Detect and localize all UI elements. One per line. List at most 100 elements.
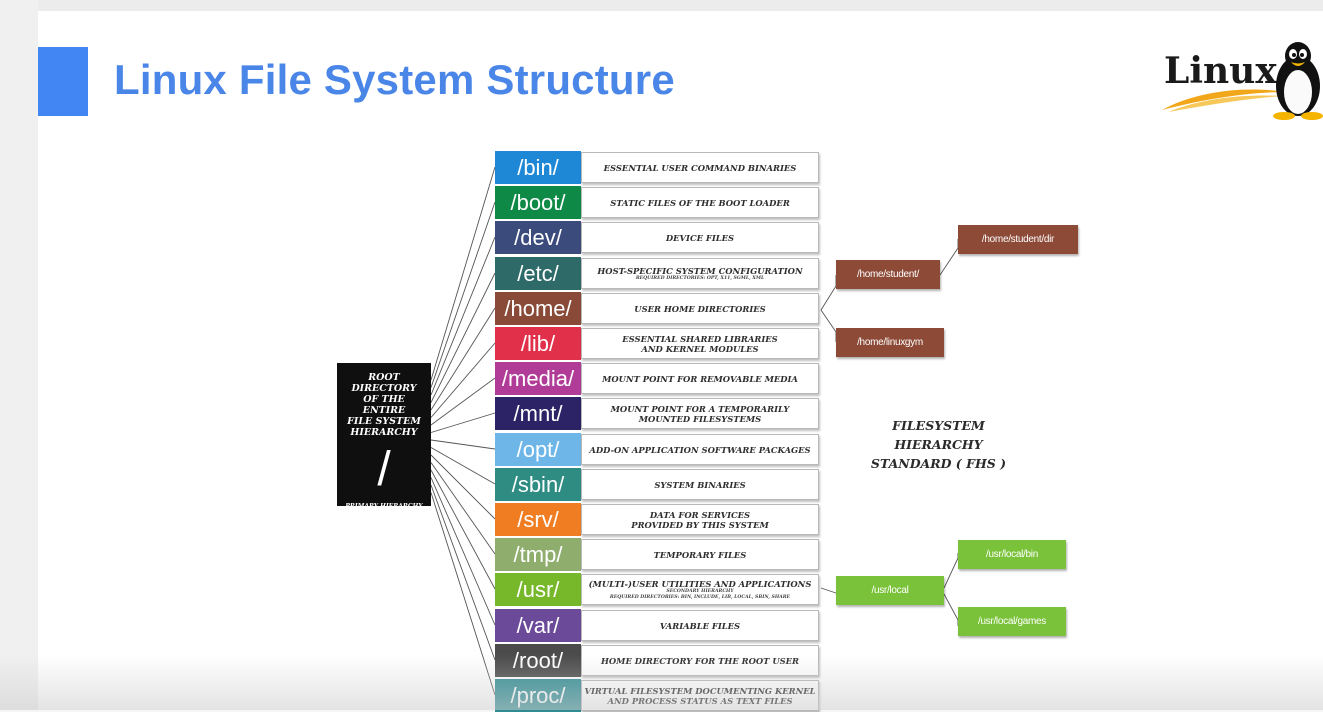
- node-usr-local-bin[interactable]: /usr/local/bin: [958, 540, 1066, 569]
- title-accent-bar: [38, 47, 88, 116]
- dir-description: USER HOME DIRECTORIES: [581, 293, 819, 324]
- dir-row[interactable]: /proc/VIRTUAL FILESYSTEM DOCUMENTING KER…: [495, 679, 821, 712]
- dir-description: ESSENTIAL SHARED LIBRARIES AND KERNEL MO…: [581, 328, 819, 359]
- linux-logo: Linux: [1158, 40, 1323, 122]
- dir-description-text: ESSENTIAL USER COMMAND BINARIES: [603, 162, 797, 173]
- root-connector-line: [430, 377, 496, 426]
- dir-description: DATA FOR SERVICES PROVIDED BY THIS SYSTE…: [581, 504, 819, 535]
- dir-description-text: ADD-ON APPLICATION SOFTWARE PACKAGES: [589, 444, 811, 455]
- dir-row[interactable]: /home/USER HOME DIRECTORIES: [495, 292, 821, 325]
- dir-name: /etc/: [495, 257, 581, 290]
- slide-title: Linux File System Structure: [114, 56, 675, 103]
- logo-text: Linux: [1164, 50, 1277, 92]
- dir-name: /srv/: [495, 503, 581, 536]
- dir-name: /var/: [495, 609, 581, 642]
- dir-name: /sbin/: [495, 468, 581, 501]
- node-home-student-dir[interactable]: /home/student/dir: [958, 225, 1078, 254]
- root-connector-line: [430, 236, 496, 396]
- root-connector-line: [430, 454, 496, 520]
- dir-description: MOUNT POINT FOR A TEMPORARILY MOUNTED FI…: [581, 398, 819, 429]
- dir-row[interactable]: /bin/ESSENTIAL USER COMMAND BINARIES: [495, 151, 821, 184]
- dir-description: DEVICE FILES: [581, 222, 819, 253]
- root-connector-line: [430, 492, 496, 696]
- dir-row[interactable]: /boot/STATIC FILES OF THE BOOT LOADER: [495, 186, 821, 219]
- node-home-student[interactable]: /home/student/: [836, 260, 940, 289]
- window-left-strip: [0, 0, 38, 710]
- dir-description-text: STATIC FILES OF THE BOOT LOADER: [610, 197, 790, 208]
- dir-description-text: VARIABLE FILES: [659, 620, 741, 631]
- dir-description-text: MOUNT POINT FOR A TEMPORARILY MOUNTED FI…: [610, 403, 790, 424]
- dir-description: STATIC FILES OF THE BOOT LOADER: [581, 187, 819, 218]
- node-usr-local-games[interactable]: /usr/local/games: [958, 607, 1066, 636]
- dir-row[interactable]: /var/VARIABLE FILES: [495, 609, 821, 642]
- root-connector-line: [430, 477, 496, 626]
- root-directory-box[interactable]: ROOT DIRECTORY OF THE ENTIRE FILE SYSTEM…: [337, 363, 431, 510]
- tux-penguin-icon: [1273, 42, 1323, 120]
- dir-description-text: ESSENTIAL SHARED LIBRARIES AND KERNEL MO…: [622, 333, 778, 354]
- dir-description: MOUNT POINT FOR REMOVABLE MEDIA: [581, 363, 819, 394]
- dir-row[interactable]: /mnt/MOUNT POINT FOR A TEMPORARILY MOUNT…: [495, 397, 821, 430]
- dir-description-text: HOME DIRECTORY FOR THE ROOT USER: [600, 655, 800, 666]
- dir-row[interactable]: /usr/(MULTI-)USER UTILITIES AND APPLICAT…: [495, 573, 821, 606]
- node-home-linuxgym[interactable]: /home/linuxgym: [836, 328, 944, 357]
- dir-description-text: TEMPORARY FILES: [653, 549, 747, 560]
- root-connector-line: [430, 272, 496, 403]
- dir-name: /lib/: [495, 327, 581, 360]
- dir-name: /tmp/: [495, 538, 581, 571]
- dir-description-text: VIRTUAL FILESYSTEM DOCUMENTING KERNEL AN…: [584, 685, 816, 706]
- root-connector-line: [430, 166, 496, 381]
- node-usr-local[interactable]: /usr/local: [836, 576, 944, 605]
- dir-name: /media/: [495, 362, 581, 395]
- dir-description: VIRTUAL FILESYSTEM DOCUMENTING KERNEL AN…: [581, 680, 819, 711]
- dir-description-subtext: SECONDARY HIERARCHY: [666, 588, 734, 594]
- dir-description-text: DEVICE FILES: [665, 232, 735, 243]
- dir-description-text: USER HOME DIRECTORIES: [634, 303, 766, 314]
- dir-row[interactable]: /lib/ESSENTIAL SHARED LIBRARIES AND KERN…: [495, 327, 821, 360]
- dir-row[interactable]: /media/MOUNT POINT FOR REMOVABLE MEDIA: [495, 362, 821, 395]
- dir-name: /root/: [495, 644, 581, 677]
- root-connector-line: [430, 484, 496, 661]
- root-connector-line: [430, 412, 496, 433]
- root-subtitle: PRIMARY HIERARCHY: [345, 503, 423, 510]
- dir-name: /usr/: [495, 573, 581, 606]
- dir-description-text: (MULTI-)USER UTILITIES AND APPLICATIONS: [588, 578, 812, 589]
- dir-description: TEMPORARY FILES: [581, 539, 819, 570]
- dir-row[interactable]: /srv/DATA FOR SERVICES PROVIDED BY THIS …: [495, 503, 821, 536]
- root-connector-line: [430, 462, 496, 555]
- window-top-strip: [0, 0, 1323, 11]
- root-description: ROOT DIRECTORY OF THE ENTIRE FILE SYSTEM…: [347, 372, 421, 438]
- logo-swoosh-icon: [1162, 89, 1286, 112]
- dir-row[interactable]: /opt/ADD-ON APPLICATION SOFTWARE PACKAGE…: [495, 433, 821, 466]
- dir-name: /bin/: [495, 151, 581, 184]
- root-connector-line: [430, 447, 496, 485]
- root-connector-line: [430, 342, 496, 418]
- root-connector-line: [430, 439, 496, 450]
- dir-description: SYSTEM BINARIES: [581, 469, 819, 500]
- dir-name: /dev/: [495, 221, 581, 254]
- dir-row[interactable]: /root/HOME DIRECTORY FOR THE ROOT USER: [495, 644, 821, 677]
- root-connector-line: [430, 307, 496, 411]
- dir-name: /home/: [495, 292, 581, 325]
- root-connector-line: [430, 469, 496, 590]
- dir-row[interactable]: /sbin/SYSTEM BINARIES: [495, 468, 821, 501]
- dir-name: /boot/: [495, 186, 581, 219]
- dir-description-text: DATA FOR SERVICES PROVIDED BY THIS SYSTE…: [631, 509, 769, 530]
- dir-name: /mnt/: [495, 397, 581, 430]
- dir-description: HOME DIRECTORY FOR THE ROOT USER: [581, 645, 819, 676]
- dir-description: VARIABLE FILES: [581, 610, 819, 641]
- fhs-label: FILESYSTEM HIERARCHY STANDARD ( FHS ): [870, 418, 1007, 471]
- dir-row[interactable]: /dev/DEVICE FILES: [495, 221, 821, 254]
- dir-description: ESSENTIAL USER COMMAND BINARIES: [581, 152, 819, 183]
- dir-row[interactable]: /tmp/TEMPORARY FILES: [495, 538, 821, 571]
- dir-description-text: SYSTEM BINARIES: [654, 479, 746, 490]
- dir-name: /opt/: [495, 433, 581, 466]
- dir-description: ADD-ON APPLICATION SOFTWARE PACKAGES: [581, 434, 819, 465]
- dir-description-text: MOUNT POINT FOR REMOVABLE MEDIA: [602, 373, 798, 384]
- dir-description-subtext: REQUIRED DIRECTORIES: BIN, INCLUDE, LIB,…: [609, 594, 791, 600]
- root-connector-line: [430, 201, 496, 388]
- dir-name: /proc/: [495, 679, 581, 712]
- dir-description-subtext: REQUIRED DIRECTORIES: OPT, X11, SGML, XM…: [635, 275, 765, 281]
